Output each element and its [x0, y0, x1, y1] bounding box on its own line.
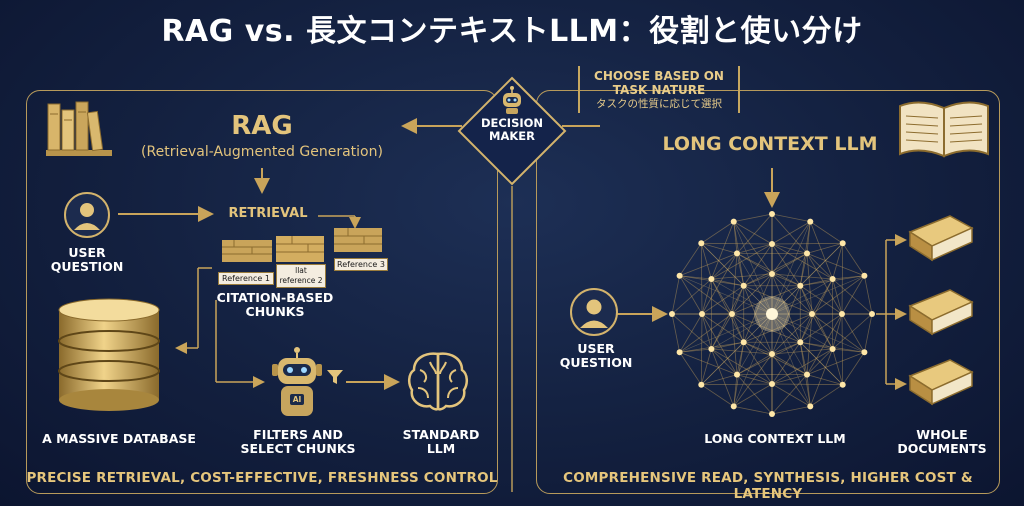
- network-node: [807, 403, 814, 410]
- lc-user-line1: USER: [577, 341, 615, 356]
- choose-line2: TASK NATURE: [612, 83, 706, 98]
- reference-stack-3: [334, 228, 382, 252]
- rag-panel: [26, 90, 498, 494]
- ai-robot-icon: [272, 347, 322, 416]
- network-node: [804, 371, 810, 378]
- network-node: [769, 211, 775, 217]
- network-node: [804, 250, 810, 257]
- network-node: [829, 346, 836, 352]
- filters-label: FILTERS AND SELECT CHUNKS: [236, 427, 360, 457]
- decision-label-line2: MAKER: [489, 129, 535, 144]
- citation-line2: CHUNKS: [245, 304, 305, 320]
- decision-diamond: [457, 76, 567, 186]
- reference-2: llat reference 2: [276, 264, 326, 288]
- network-node: [729, 311, 735, 317]
- network-node: [861, 349, 868, 356]
- whole-documents-label: WHOLE DOCUMENTS: [892, 427, 992, 457]
- reference-3: Reference 3: [334, 258, 388, 271]
- decision-maker-label: DECISION MAKER: [472, 116, 552, 144]
- network-node: [740, 282, 747, 289]
- network-node: [730, 403, 737, 410]
- user-icon: [64, 192, 110, 238]
- filters-line1: FILTERS AND: [253, 427, 343, 442]
- network-node: [809, 311, 815, 317]
- book-icon-2: [908, 289, 974, 336]
- choose-jp: タスクの性質に応じて選択: [596, 97, 722, 110]
- network-node: [708, 346, 715, 352]
- whole-line1: WHOLE: [916, 427, 968, 442]
- network-node: [797, 282, 804, 289]
- network-node: [869, 311, 875, 317]
- lc-user-question: USER QUESTION: [552, 341, 640, 371]
- choose-note: CHOOSE BASED ON TASK NATURE タスクの性質に応じて選択: [578, 66, 740, 114]
- network-links: [671, 213, 873, 415]
- neural-network-icon: [669, 211, 875, 417]
- reference-1: Reference 1: [218, 272, 274, 285]
- network-node: [797, 339, 804, 346]
- citation-chunks-label: CITATION-BASED CHUNKS: [200, 290, 350, 320]
- network-node: [676, 349, 683, 356]
- rag-user-line1: USER: [68, 245, 106, 260]
- reference-stack-1: [222, 240, 272, 262]
- books-icon: [46, 101, 112, 156]
- rag-user-line2: QUESTION: [50, 259, 124, 275]
- network-node: [698, 240, 705, 247]
- network-node: [730, 218, 737, 225]
- network-node: [839, 240, 846, 247]
- open-book-icon: [899, 101, 989, 158]
- lc-user-icon: [570, 288, 618, 336]
- network-node: [669, 311, 675, 317]
- citation-line1: CITATION-BASED: [216, 290, 334, 305]
- reference-stack-2: [276, 236, 324, 262]
- network-node: [807, 218, 814, 225]
- funnel-icon: [327, 370, 343, 384]
- lc-summary: COMPREHENSIVE READ, SYNTHESIS, HIGHER CO…: [563, 470, 973, 502]
- network-node: [839, 381, 846, 388]
- network-node: [769, 241, 775, 247]
- book-icon-3: [908, 359, 974, 406]
- standard-llm-label: STANDARD LLM: [396, 427, 486, 457]
- network-node: [769, 271, 775, 277]
- network-core: [766, 308, 778, 320]
- network-node: [861, 272, 868, 279]
- network-node: [769, 381, 775, 387]
- network-node: [740, 339, 747, 346]
- rag-subtitle: (Retrieval-Augmented Generation): [141, 144, 383, 160]
- network-node: [734, 250, 740, 257]
- network-node: [734, 371, 740, 378]
- database-label: A MASSIVE DATABASE: [42, 431, 196, 446]
- decision-label-line1: DECISION: [480, 116, 544, 130]
- network-node: [769, 351, 775, 357]
- page-title: RAG vs. 長文コンテキストLLM：役割と使い分け: [161, 14, 863, 49]
- network-node: [698, 381, 705, 388]
- network-node: [699, 311, 705, 317]
- whole-line2: DOCUMENTS: [897, 441, 987, 457]
- standard-line1: STANDARD: [402, 427, 480, 442]
- brain-icon: [408, 352, 468, 411]
- filters-line2: SELECT CHUNKS: [240, 441, 356, 457]
- database-icon: [58, 298, 160, 411]
- book-icon-1: [908, 215, 974, 262]
- long-context-panel: [536, 90, 1000, 494]
- network-node: [708, 276, 715, 282]
- network-node: [829, 276, 836, 282]
- long-context-title: LONG CONTEXT LLM: [662, 133, 878, 155]
- retrieval-label: RETRIEVAL: [228, 206, 308, 221]
- rag-title: RAG: [231, 111, 293, 141]
- long-context-llm-label: LONG CONTEXT LLM: [704, 431, 846, 446]
- network-node: [676, 272, 683, 279]
- rag-user-question: USER QUESTION: [44, 245, 130, 275]
- ai-badge: AI: [292, 395, 302, 404]
- network-node: [839, 311, 845, 317]
- choose-line1: CHOOSE BASED ON: [594, 69, 724, 83]
- rag-summary: PRECISE RETRIEVAL, COST-EFFECTIVE, FRESH…: [26, 470, 498, 486]
- standard-line2: LLM: [426, 441, 456, 457]
- robot-icon: [503, 86, 521, 114]
- network-node: [769, 411, 775, 417]
- lc-user-line2: QUESTION: [559, 355, 633, 371]
